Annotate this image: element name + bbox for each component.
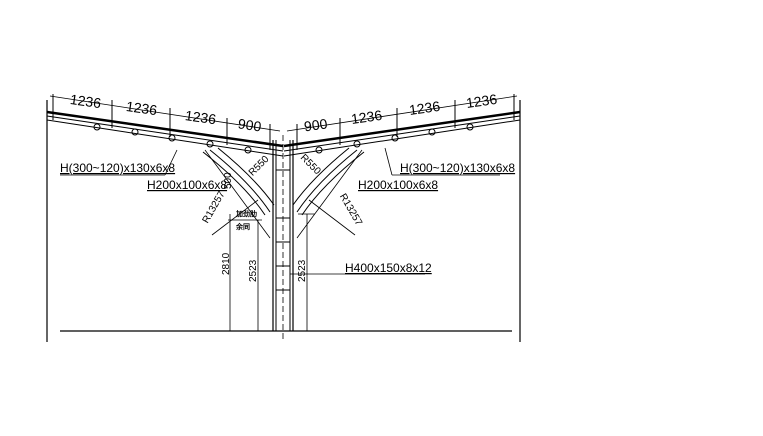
column (272, 135, 294, 342)
dim-left-1: 1236 (69, 91, 102, 111)
left-beam-label: H(300~120)x130x6x8 (60, 161, 175, 175)
dim-left-3: 1236 (184, 107, 217, 127)
dim-left-2: 1236 (125, 98, 158, 118)
dim-2523-right: 2523 (297, 259, 308, 282)
left-brace (202, 147, 275, 239)
dim-500: 500 (223, 172, 234, 189)
left-brace-label: H200x100x6x8 (147, 178, 227, 192)
right-beam (283, 94, 521, 157)
right-brace (292, 147, 365, 239)
column-label: H400x150x8x12 (345, 261, 432, 275)
dim-right-1: 900 (303, 115, 329, 134)
right-brace-label: H200x100x6x8 (358, 178, 438, 192)
radius-r13257-left: R13257 (201, 189, 228, 225)
radius-r550-left: R550 (247, 154, 272, 179)
note-stiffener: 加劲肋 (235, 209, 257, 218)
left-beam (46, 94, 284, 157)
dim-2523-left: 2523 (248, 259, 259, 282)
dim-right-2: 1236 (350, 107, 383, 127)
dim-right-3: 1236 (408, 98, 441, 118)
dim-left-4: 900 (237, 115, 263, 134)
dim-2810: 2810 (221, 252, 232, 275)
dim-right-4: 1236 (465, 91, 498, 111)
radius-r550-right: R550 (298, 152, 323, 177)
right-beam-label: H(300~120)x130x6x8 (400, 161, 515, 175)
radius-r13257-right: R13257 (337, 192, 364, 228)
note-same: 余同 (235, 222, 250, 231)
